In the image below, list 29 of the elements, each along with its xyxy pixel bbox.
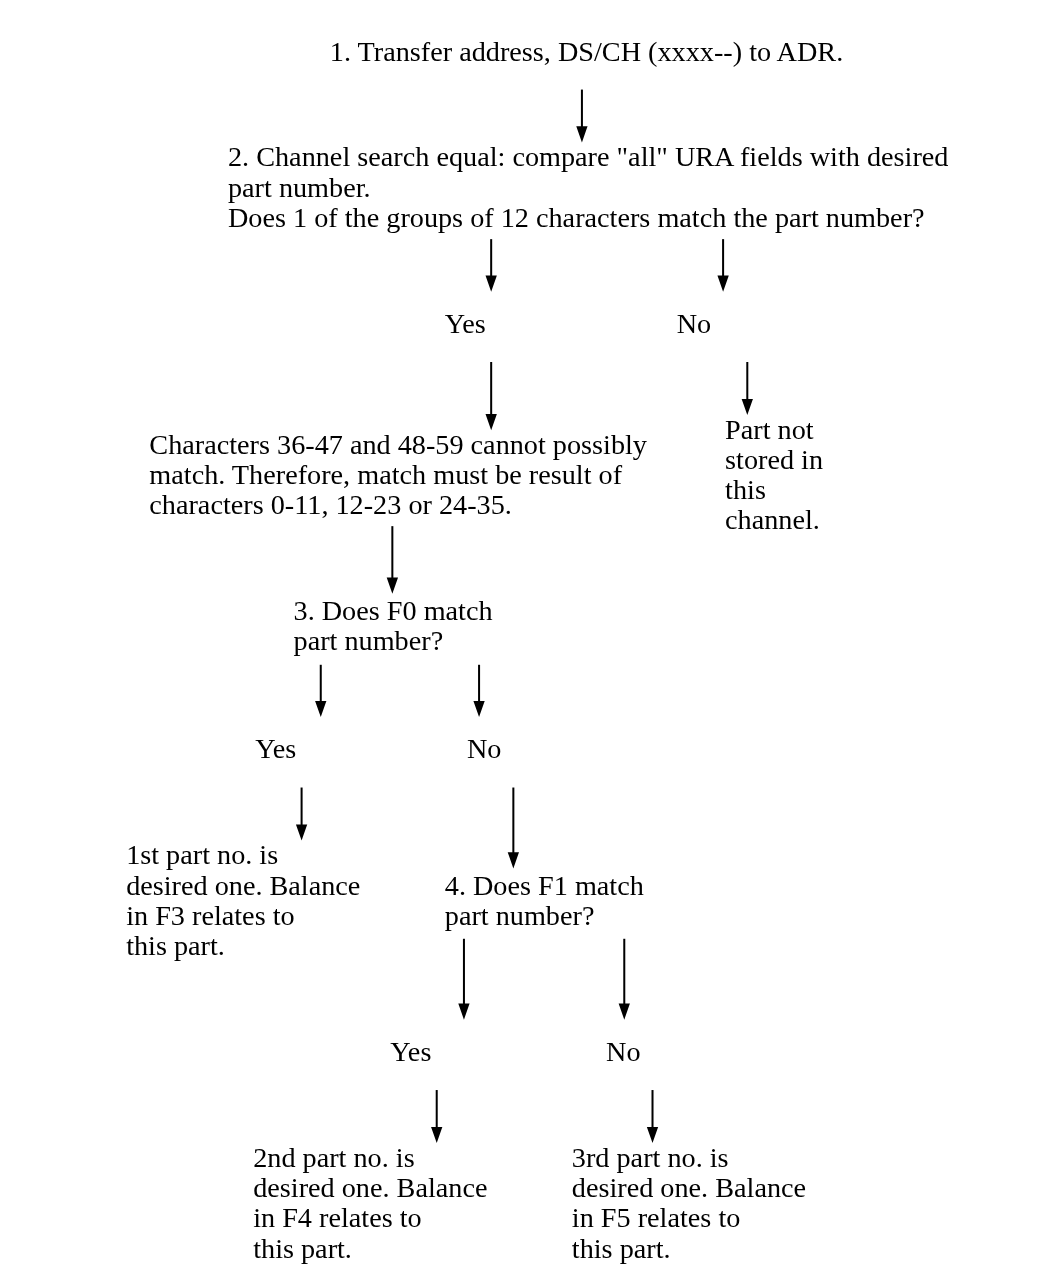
node-text: 1. Transfer address, DS/CH (xxxx--) to ADR.: [329, 35, 844, 67]
arrow: [741, 362, 753, 416]
node-text: No: [676, 307, 712, 339]
arrow: [295, 787, 308, 841]
node-text: 3rd part no. is desired one. Balance in F5 relates to this part.: [571, 1141, 807, 1264]
arrow: [576, 89, 588, 143]
node-text: 4. Does F1 match part number?: [444, 869, 644, 931]
arrow: [618, 938, 630, 1020]
arrow: [458, 938, 470, 1020]
arrow: [717, 239, 729, 292]
node-text: Yes: [255, 733, 297, 765]
node-text: Characters 36-47 and 48-59 cannot possibly match. Therefore, match must be result of characters 0-11, 12-23 or 24-35.: [149, 428, 647, 521]
arrow: [473, 664, 485, 718]
node-text: 3. Does F0 match part number?: [293, 595, 493, 657]
arrow: [507, 787, 519, 869]
node-text: No: [606, 1035, 641, 1067]
arrow: [485, 239, 497, 292]
arrow: [315, 664, 327, 718]
node-text: Yes: [390, 1035, 432, 1067]
arrow: [646, 1090, 659, 1144]
node-text: No: [466, 733, 502, 765]
node-text: 1st part no. is desired one. Balance in F3 relates to this part.: [126, 839, 361, 961]
node-text: Part not stored in this channel.: [725, 413, 824, 536]
node-text: Yes: [444, 307, 486, 339]
arrow: [485, 362, 497, 431]
arrow: [431, 1090, 443, 1144]
node-text: 2nd part no. is desired one. Balance in F4 relates to this part.: [253, 1141, 488, 1264]
node-text: 2. Channel search equal: compare "all" URA fields with desired part number. Does 1 of the groups of 12 characters match the part number?: [227, 141, 949, 233]
arrow: [386, 526, 398, 594]
